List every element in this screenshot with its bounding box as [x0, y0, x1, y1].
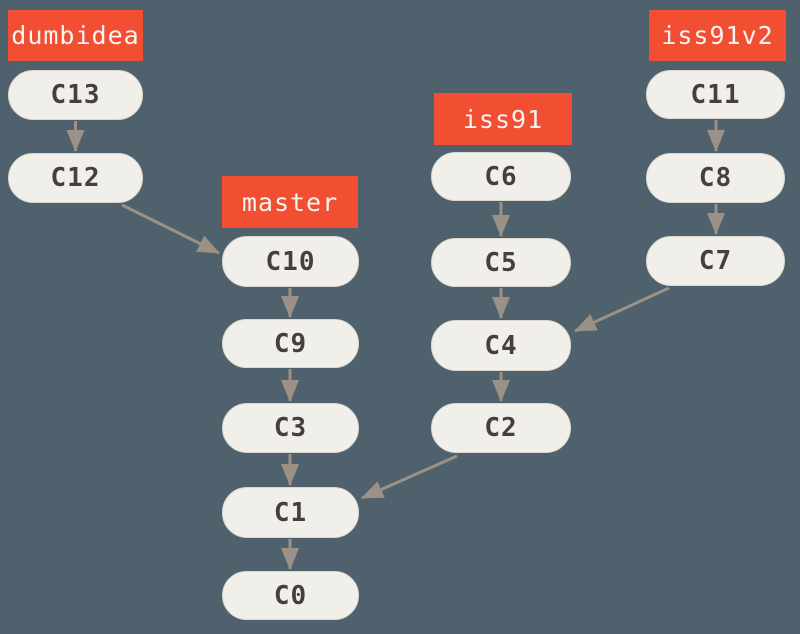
- commit-node-text: C0: [273, 580, 308, 611]
- commit-node-text: C11: [690, 79, 741, 110]
- commit-node-C7: C7: [646, 236, 785, 286]
- commit-node-C1: C1: [222, 487, 359, 538]
- commit-node-text: C3: [273, 413, 308, 443]
- commit-node-text: C13: [50, 80, 101, 110]
- commit-node-C5: C5: [431, 238, 571, 287]
- commit-node-text: C5: [484, 247, 518, 278]
- commit-node-C2: C2: [431, 403, 571, 453]
- edge-C7-to-C4: [574, 286, 670, 333]
- commit-node-text: C1: [273, 497, 308, 528]
- commit-node-C11: C11: [646, 70, 785, 119]
- commit-node-C13: C13: [8, 70, 143, 120]
- branch-label-iss91v2: iss91v2: [649, 10, 786, 61]
- commit-node-text: C2: [484, 413, 518, 443]
- commit-node-C0: C0: [222, 571, 359, 620]
- commit-node-C4: C4: [431, 320, 571, 371]
- edge-C12-to-C10: [121, 203, 220, 255]
- commit-node-text: C9: [273, 328, 308, 359]
- branch-label-text: iss91v2: [661, 21, 774, 50]
- commit-node-C9: C9: [222, 319, 359, 368]
- commit-node-text: C6: [484, 161, 518, 192]
- commit-node-text: C10: [265, 246, 316, 277]
- branch-label-text: iss91: [462, 104, 544, 134]
- commit-node-text: C8: [698, 163, 733, 193]
- branch-label-dumbidea: dumbidea: [8, 10, 143, 61]
- commit-arrows-group: [66, 120, 725, 570]
- commit-node-text: C4: [484, 330, 518, 361]
- branch-label-text: dumbidea: [11, 21, 140, 50]
- commit-node-C12: C12: [8, 153, 143, 203]
- edge-C2-to-C1: [361, 454, 458, 500]
- branch-label-iss91: iss91: [434, 93, 572, 145]
- commit-node-C10: C10: [222, 236, 359, 287]
- commit-node-C3: C3: [222, 403, 359, 453]
- commit-node-C8: C8: [646, 153, 785, 203]
- branch-label-text: master: [241, 187, 339, 217]
- branch-label-master: master: [222, 176, 358, 228]
- commit-node-text: C7: [698, 246, 733, 276]
- commit-node-C6: C6: [431, 152, 571, 201]
- commit-node-text: C12: [50, 163, 101, 193]
